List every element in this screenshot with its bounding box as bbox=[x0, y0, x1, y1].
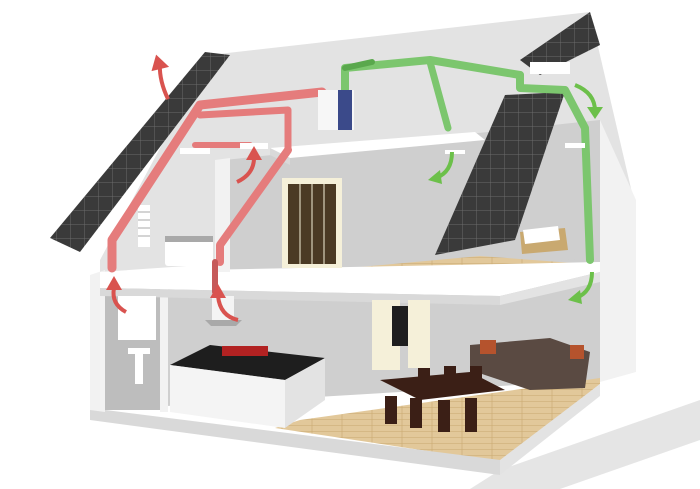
bathroom-mirror bbox=[118, 296, 156, 340]
supply-arrow-attic bbox=[574, 83, 603, 119]
interior-doors bbox=[372, 300, 430, 370]
exhaust-arrow-roof bbox=[151, 54, 170, 101]
front-foundation bbox=[90, 408, 500, 475]
sofa bbox=[470, 338, 590, 390]
supply-arrow-living bbox=[568, 271, 594, 304]
ground-shadow bbox=[470, 400, 700, 489]
supply-duct-network bbox=[341, 56, 594, 264]
exhaust-arrow-kitchen bbox=[210, 284, 239, 322]
partition-wall bbox=[160, 280, 168, 412]
bathroom-sink bbox=[128, 348, 150, 384]
right-foundation bbox=[500, 384, 600, 475]
bed bbox=[520, 226, 568, 254]
wardrobe bbox=[282, 178, 342, 268]
upper-bathtub bbox=[165, 236, 213, 266]
exhaust-arrow-upper-room bbox=[236, 146, 262, 184]
right-roof-front bbox=[435, 92, 565, 255]
dining-set bbox=[380, 366, 505, 432]
exhaust-arrow-bathroom bbox=[106, 276, 128, 314]
supply-arrows bbox=[428, 83, 603, 304]
attic-floor-slab bbox=[270, 132, 485, 158]
supply-arrow-bedroom bbox=[428, 151, 454, 184]
upper-radiator bbox=[138, 205, 150, 247]
exhaust-duct-network bbox=[107, 87, 327, 295]
left-exterior-wall bbox=[90, 270, 105, 412]
heat-recovery-unit-icon bbox=[318, 90, 354, 130]
left-roof bbox=[50, 52, 230, 252]
ground-floor-wood bbox=[275, 378, 600, 462]
attic-diffuser bbox=[530, 62, 570, 74]
right-exterior-wall bbox=[600, 120, 636, 382]
upper-floor-slab-side bbox=[500, 272, 600, 305]
exhaust-arrows bbox=[106, 54, 262, 322]
kitchen-island bbox=[170, 345, 325, 428]
right-roof-top bbox=[520, 12, 600, 75]
